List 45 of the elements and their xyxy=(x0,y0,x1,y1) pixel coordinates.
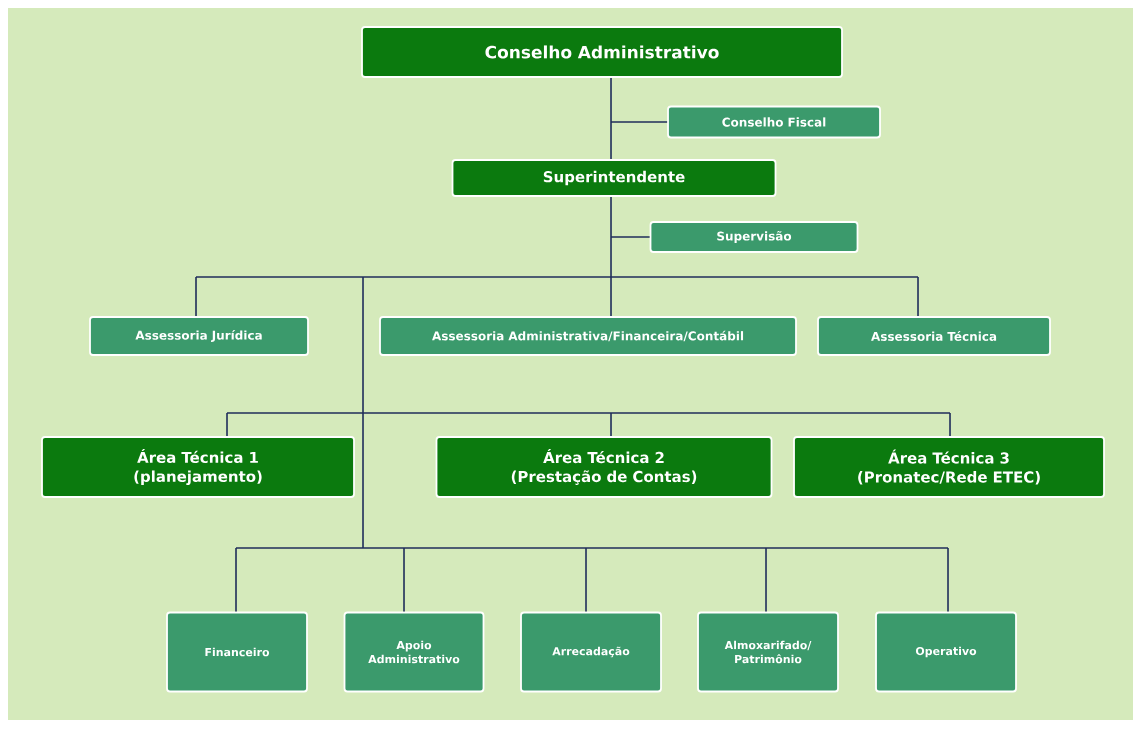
connector-line xyxy=(403,547,587,549)
connector-line xyxy=(610,276,612,317)
connector-line xyxy=(195,276,197,317)
unit-box: Assessoria Técnica xyxy=(817,316,1051,356)
connector-line xyxy=(195,276,364,278)
connector-line xyxy=(610,196,612,238)
board-box: Conselho Administrativo xyxy=(361,26,843,78)
unit-box: Financeiro xyxy=(166,611,308,693)
connector-line xyxy=(235,547,237,613)
connector-line xyxy=(585,547,587,613)
connector-line xyxy=(362,276,612,278)
connector-line xyxy=(917,276,919,317)
connector-line xyxy=(610,77,612,123)
connector-line xyxy=(585,547,767,549)
connector-line xyxy=(610,276,919,278)
connector-line xyxy=(403,547,405,613)
connector-line xyxy=(947,547,949,613)
connector-line xyxy=(226,412,228,437)
connector-line xyxy=(610,121,612,160)
connector-line xyxy=(226,412,364,414)
area-box: Área Técnica 1 (planejamento) xyxy=(41,436,355,498)
connector-line xyxy=(362,547,405,549)
unit-box: Almoxarifado/ Patrimônio xyxy=(697,611,839,693)
connector-line xyxy=(610,236,612,278)
unit-box: Superintendente xyxy=(451,159,777,197)
connector-line xyxy=(610,121,668,123)
unit-box: Operativo xyxy=(875,611,1017,693)
unit-box: Assessoria Administrativa/Financeira/Contábil xyxy=(379,316,797,356)
connector-line xyxy=(610,412,612,437)
connector-line xyxy=(765,547,767,613)
connector-line xyxy=(610,236,651,238)
unit-box: Conselho Fiscal xyxy=(667,105,881,139)
connector-line xyxy=(610,412,951,414)
unit-box: Supervisão xyxy=(649,221,859,253)
connector-line xyxy=(362,412,364,549)
area-box: Área Técnica 2 (Prestação de Contas) xyxy=(435,436,773,498)
unit-box: Assessoria Jurídica xyxy=(89,316,309,356)
unit-box: Arrecadação xyxy=(520,611,662,693)
connector-line xyxy=(765,547,949,549)
area-box: Área Técnica 3 (Pronatec/Rede ETEC) xyxy=(793,436,1105,498)
unit-box: Apoio Administrativo xyxy=(343,611,485,693)
connector-line xyxy=(362,412,612,414)
connector-line xyxy=(949,412,951,437)
connector-line xyxy=(235,547,364,549)
connector-line xyxy=(362,276,364,414)
